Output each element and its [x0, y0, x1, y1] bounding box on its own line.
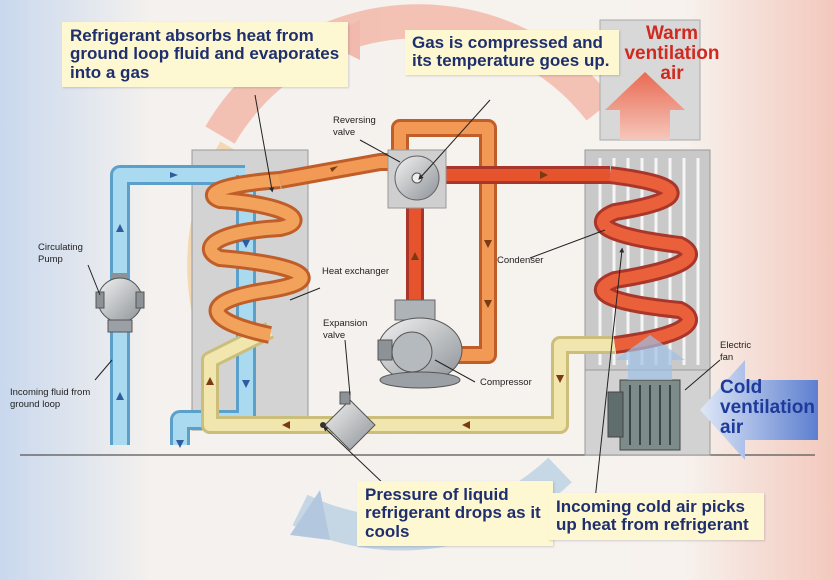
callout-evaporate: Refrigerant absorbs heat from ground loo… [62, 22, 348, 88]
cold-air-arrow-icon [700, 360, 818, 460]
warm-air-arrow-icon [605, 72, 685, 140]
circulating-pump-icon [95, 273, 145, 333]
reversing-valve-label: Reversing valve [333, 115, 376, 138]
heat-exchanger-label: Heat exchanger [322, 266, 390, 277]
liquid-refrigerant-pipe [201, 321, 615, 434]
callout-cold-air: Incoming cold air picks up heat from ref… [548, 493, 764, 540]
expansion-valve-label: Expansion valve [323, 318, 368, 341]
circulating-pump-label: Circulating Pump [38, 242, 83, 265]
expansion-valve-icon [320, 391, 376, 451]
cold-air-up-arrow-icon [615, 335, 685, 380]
electric-fan-icon [607, 379, 681, 451]
flow-direction-arrows [116, 172, 250, 448]
condenser-coil [593, 166, 698, 354]
electric-fan-label: Electric fan [720, 340, 752, 363]
callout-pressure: Pressure of liquid refrigerant drops as … [357, 481, 553, 547]
warm-air-label: Warm ventilation air [624, 23, 720, 84]
gas-refrigerant-pipes [278, 119, 610, 364]
evaporator-coil [202, 171, 311, 344]
cold-air-label: Cold ventilation air [720, 377, 816, 438]
incoming-fluid-label: Incoming fluid from ground loop [10, 387, 91, 410]
refrigerant-flow-arrows [206, 166, 564, 429]
leader-lines [87, 94, 721, 501]
compressor-icon [377, 299, 463, 389]
condenser-label: Condenser [497, 255, 544, 266]
callout-compress: Gas is compressed and its temperature go… [405, 30, 619, 75]
compressor-label: Compressor [480, 377, 532, 388]
